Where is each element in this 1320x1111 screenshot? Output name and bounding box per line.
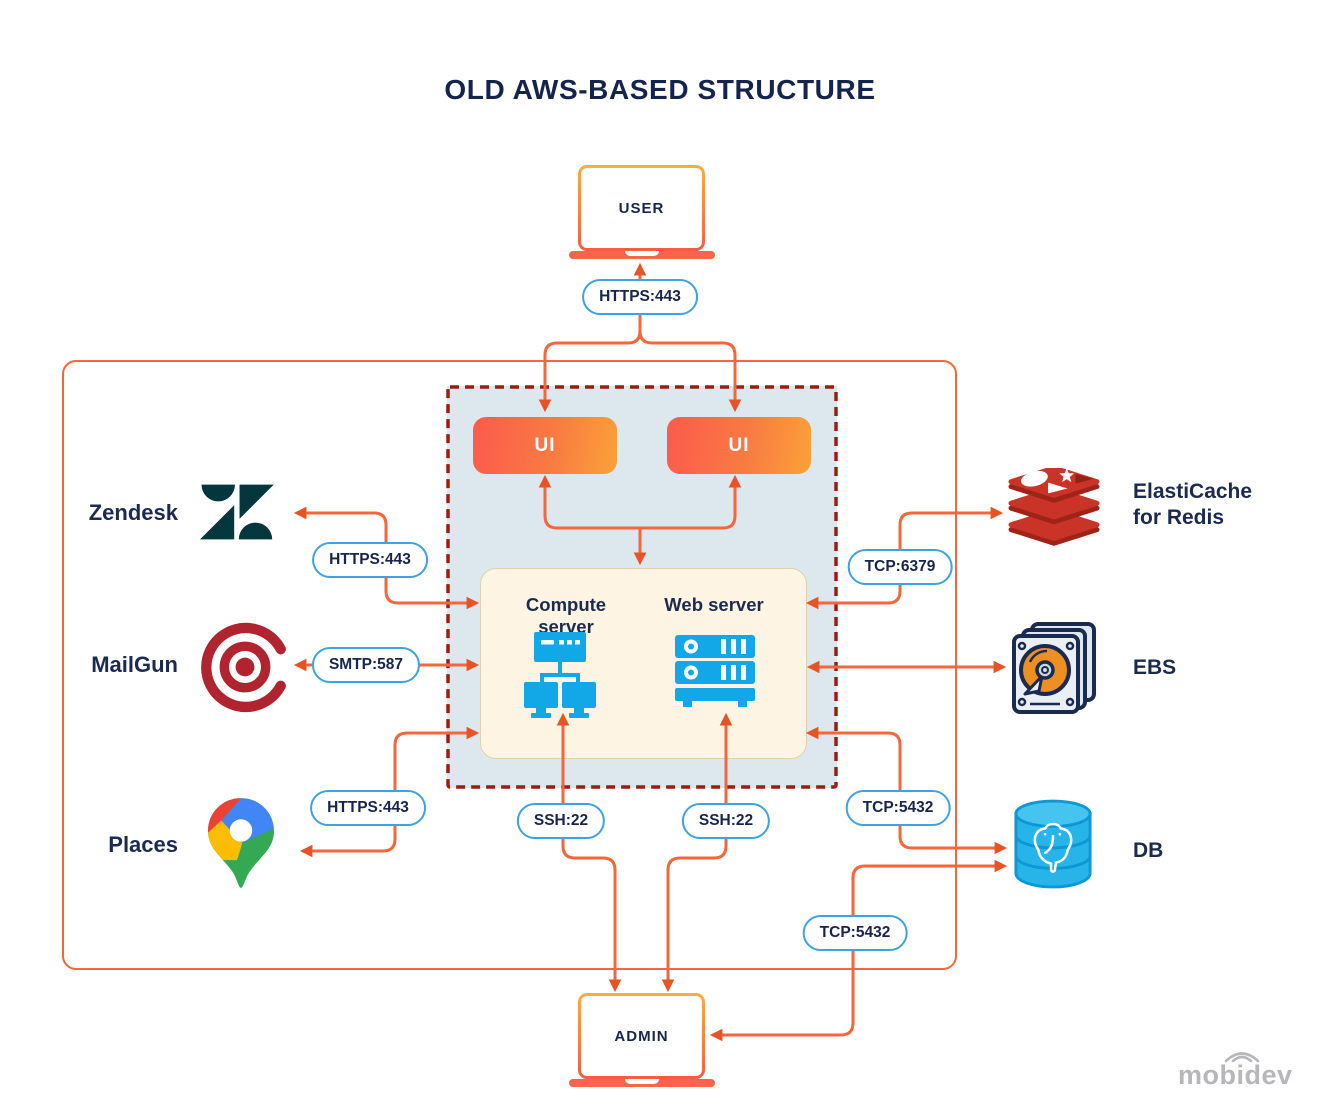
ui-node-right: UI bbox=[667, 417, 811, 474]
mailgun-icon bbox=[201, 622, 286, 713]
mobidev-wifi-icon bbox=[1224, 1052, 1260, 1063]
mailgun-label: MailGun bbox=[91, 652, 178, 677]
admin-laptop-base bbox=[569, 1079, 715, 1087]
port-pill-ssh-web: SSH:22 bbox=[681, 803, 771, 839]
user-label: USER bbox=[618, 199, 665, 217]
admin-laptop: ADMIN bbox=[578, 993, 705, 1079]
port-pill-user-https: HTTPS:443 bbox=[582, 279, 698, 315]
web-server-icon bbox=[675, 635, 755, 707]
page-title: OLD AWS-BASED STRUCTURE bbox=[444, 74, 876, 105]
mobidev-logo: mobidev bbox=[1178, 1060, 1293, 1090]
port-pill-db-tcp-lower: TCP:5432 bbox=[802, 915, 908, 951]
elasticache-label: ElastiCache for Redis bbox=[1133, 479, 1252, 532]
port-pill-zendesk-https: HTTPS:443 bbox=[312, 542, 428, 578]
port-pill-mailgun-smtp: SMTP:587 bbox=[311, 647, 421, 683]
port-pill-redis-tcp: TCP:6379 bbox=[847, 549, 953, 585]
port-pill-places-https: HTTPS:443 bbox=[310, 790, 426, 826]
db-icon bbox=[1014, 799, 1092, 889]
zendesk-icon bbox=[200, 484, 274, 540]
web-server-label: Web server bbox=[664, 594, 764, 615]
ui-node-left-label: UI bbox=[534, 434, 556, 456]
redis-icon bbox=[1008, 468, 1100, 546]
compute-server-label: Compute server bbox=[525, 594, 607, 637]
ui-node-left: UI bbox=[473, 417, 617, 474]
db-label: DB bbox=[1133, 839, 1164, 862]
zendesk-label: Zendesk bbox=[88, 500, 178, 525]
port-pill-ssh-compute: SSH:22 bbox=[516, 803, 606, 839]
edge-https-ui-right bbox=[638, 330, 742, 413]
edge-ssh-web bbox=[661, 712, 733, 993]
places-label: Places bbox=[108, 832, 178, 857]
aws-dashed-border bbox=[446, 385, 838, 789]
ebs-icon bbox=[1012, 622, 1096, 714]
ui-node-right-label: UI bbox=[728, 434, 750, 456]
user-laptop-base bbox=[569, 251, 715, 259]
elasticache-label-line1: ElastiCache bbox=[1133, 480, 1253, 503]
port-pill-db-tcp-upper: TCP:5432 bbox=[845, 790, 951, 826]
elasticache-label-line2: for Redis bbox=[1133, 506, 1225, 530]
admin-label: ADMIN bbox=[614, 1027, 669, 1045]
edge-ui-merge bbox=[538, 474, 742, 530]
user-laptop: USER bbox=[578, 165, 705, 251]
places-icon bbox=[208, 798, 274, 888]
edge-ssh-compute bbox=[556, 712, 622, 993]
ebs-label: EBS bbox=[1133, 656, 1177, 679]
edge-https-ui-left bbox=[538, 330, 642, 413]
compute-server-icon bbox=[524, 632, 596, 718]
